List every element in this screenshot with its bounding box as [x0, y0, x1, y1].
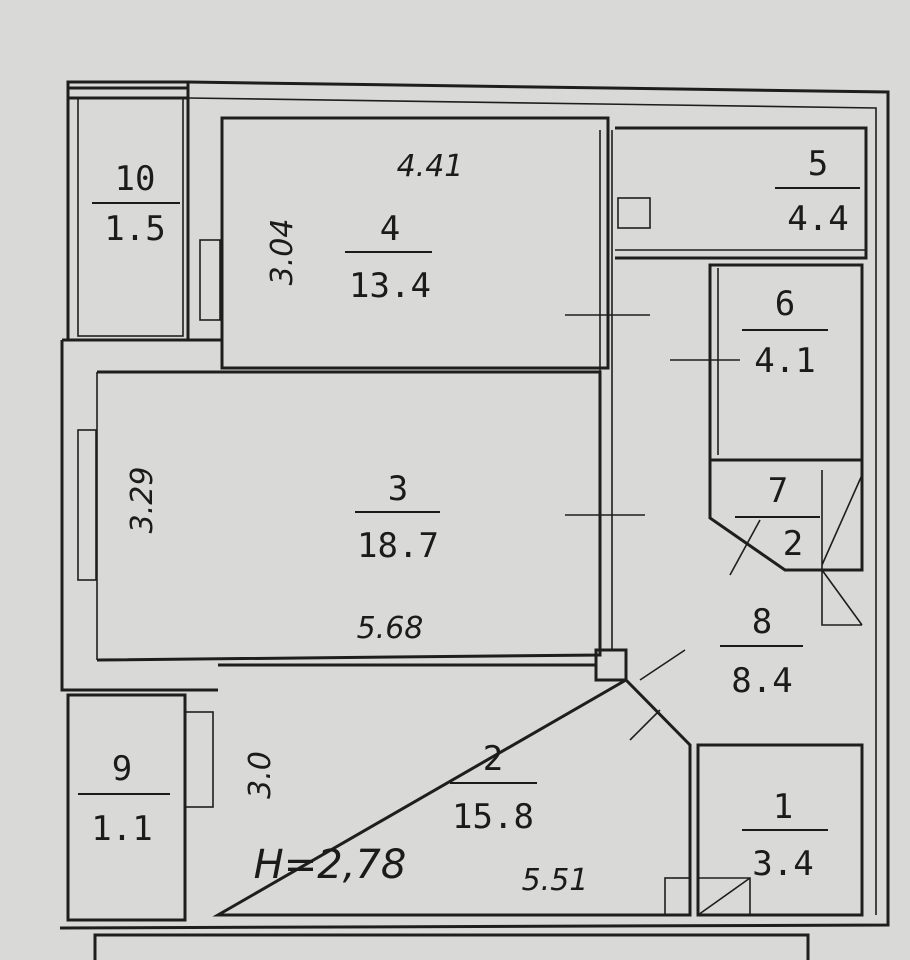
- svg-text:18.7: 18.7: [357, 526, 439, 566]
- room-10-label: 10 1.5: [92, 159, 180, 249]
- svg-text:5: 5: [808, 144, 828, 184]
- svg-text:3: 3: [388, 469, 408, 509]
- svg-text:1.1: 1.1: [91, 809, 152, 849]
- svg-text:2: 2: [783, 524, 803, 564]
- room-6-label: 6 4.1: [742, 284, 828, 381]
- balcony-9-outline: [66, 693, 187, 922]
- svg-text:9: 9: [112, 749, 132, 789]
- room-3-width: 5.68: [357, 611, 424, 646]
- svg-text:4.4: 4.4: [787, 199, 848, 239]
- svg-text:1: 1: [773, 787, 793, 827]
- svg-text:8: 8: [752, 602, 772, 642]
- svg-text:3.4: 3.4: [752, 844, 813, 884]
- svg-text:8.4: 8.4: [731, 661, 792, 701]
- svg-text:7: 7: [768, 471, 788, 511]
- room-8-label: 8 8.4: [720, 602, 803, 701]
- svg-text:13.4: 13.4: [349, 266, 431, 306]
- room-3-depth: 3.29: [125, 467, 160, 534]
- room-3-label: 3 18.7: [355, 469, 440, 566]
- room-9-label: 9 1.1: [78, 749, 170, 849]
- balcony-10-outline: [66, 86, 190, 342]
- room-2-depth: 3.0: [243, 751, 278, 799]
- room-labels: 10 1.5 4 13.4 5 4.4 6 4.1 7 2 3 18.7: [78, 144, 860, 884]
- room-1-label: 1 3.4: [742, 787, 828, 884]
- room-2-width: 5.51: [522, 863, 589, 898]
- svg-text:6: 6: [775, 284, 795, 324]
- room-4-depth: 3.04: [265, 219, 300, 286]
- ceiling-height: H=2,78: [254, 842, 407, 888]
- svg-text:10: 10: [115, 159, 156, 199]
- room-5-label: 5 4.4: [775, 144, 860, 239]
- svg-text:15.8: 15.8: [452, 797, 534, 837]
- room-2-label: 2 15.8: [450, 739, 537, 837]
- room-4-label: 4 13.4: [345, 209, 432, 306]
- room-7-outline: [708, 460, 864, 572]
- svg-text:4: 4: [380, 209, 400, 249]
- room-4-width: 4.41: [397, 149, 464, 184]
- room-3-outline: [96, 370, 602, 662]
- svg-text:2: 2: [483, 739, 503, 779]
- room-7-label: 7 2: [735, 471, 820, 564]
- svg-text:1.5: 1.5: [104, 209, 165, 249]
- dimension-labels: 4.41 3.04 3.29 5.68 3.0 5.51 H=2,78: [125, 149, 588, 898]
- room-4-outline: [220, 116, 610, 370]
- svg-text:4.1: 4.1: [754, 341, 815, 381]
- walls: [59, 80, 890, 960]
- room-1-outline: [696, 743, 864, 917]
